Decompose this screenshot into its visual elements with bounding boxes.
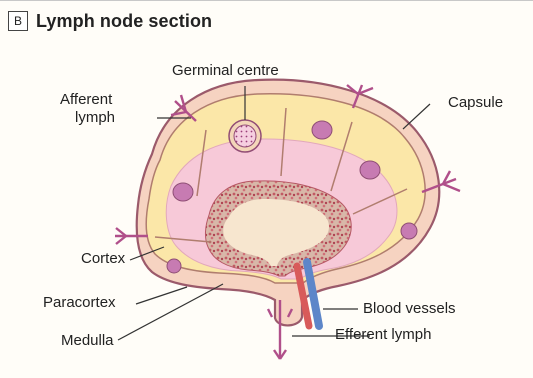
efferent-lymph-label: Efferent lymph <box>335 327 431 344</box>
lymphoid-nodule-1 <box>173 183 193 201</box>
germinal-centre-label: Germinal centre <box>172 63 279 80</box>
blood-vessels-label: Blood vessels <box>363 301 456 318</box>
capsule-label: Capsule <box>448 95 503 112</box>
paracortex-label: Paracortex <box>43 295 116 312</box>
germinal-centre-core <box>234 125 256 147</box>
lymphoid-nodule-2 <box>312 121 332 139</box>
lymphoid-nodule-4 <box>401 223 417 239</box>
afferent-lymph-label-line2: lymph <box>75 110 115 127</box>
lymphoid-nodule-3 <box>360 161 380 179</box>
medulla-label: Medulla <box>61 333 114 350</box>
lymphoid-nodule-5 <box>167 259 181 273</box>
afferent-lymph-label-line1: Afferent <box>60 92 112 109</box>
cortex-label: Cortex <box>81 251 125 268</box>
